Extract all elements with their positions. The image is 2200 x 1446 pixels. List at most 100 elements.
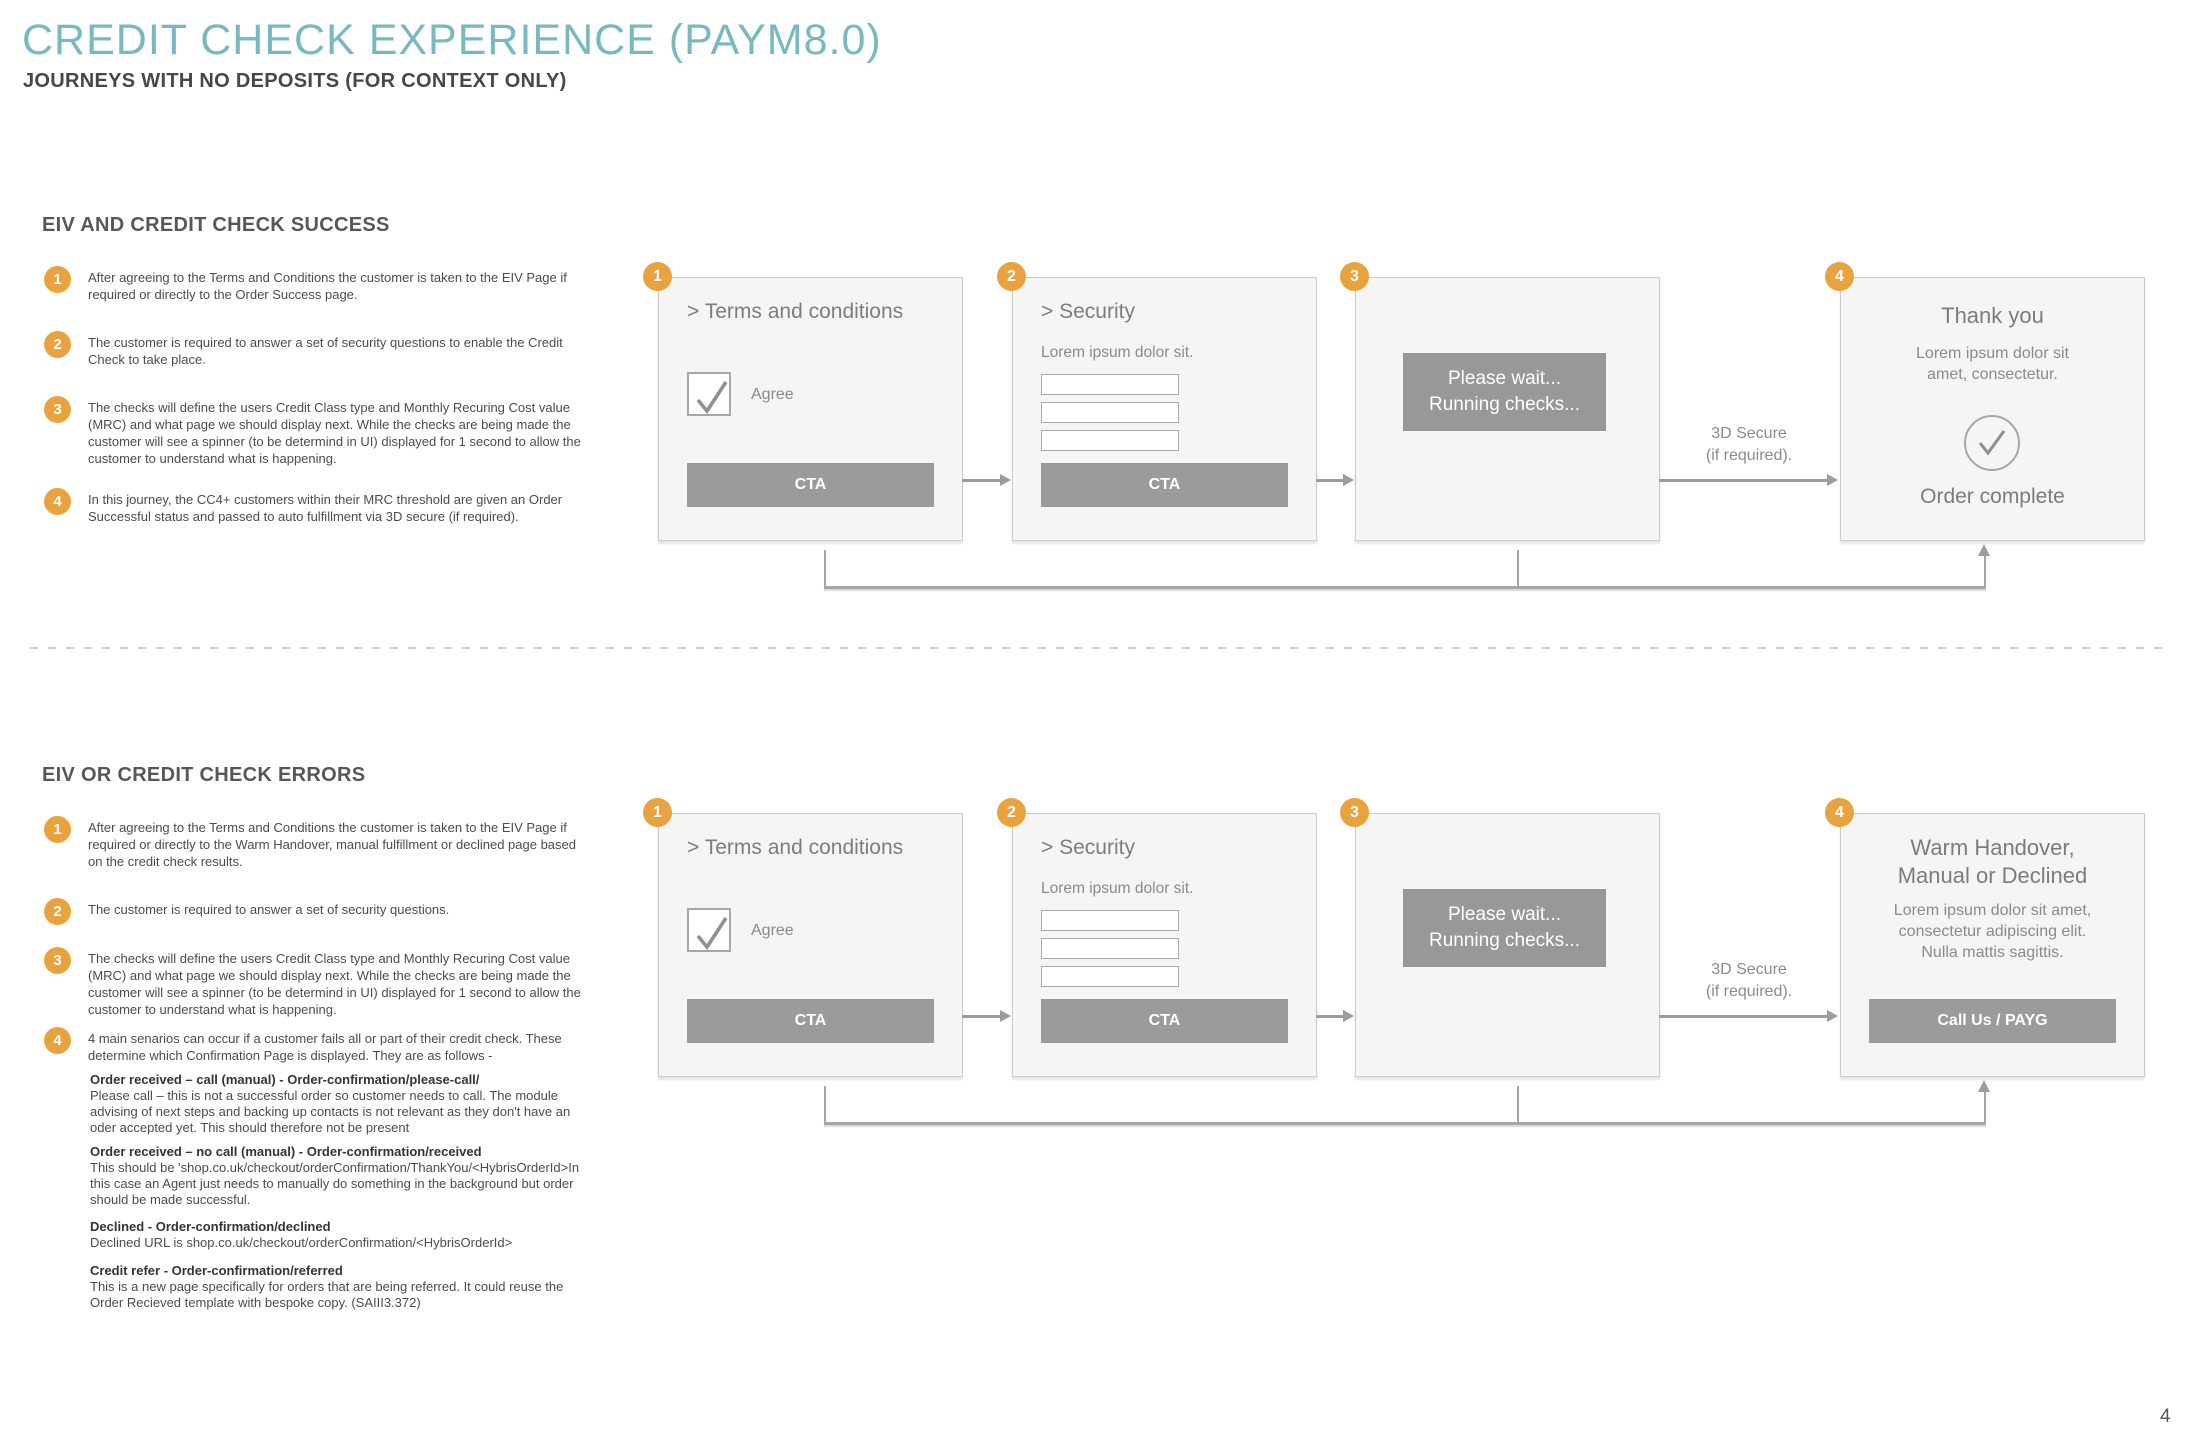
security-cta-button[interactable]: CTA [1041,999,1288,1043]
please-wait-box: Please wait... Running checks... [1403,353,1606,431]
step-text: The customer is required to answer a set… [88,902,450,917]
step-text: The checks will define the users Credit … [88,951,581,1017]
thank-you-title: Thank you [1941,303,2044,328]
errors-section-heading: EIV OR CREDIT CHECK ERRORS [42,764,366,786]
security-input[interactable] [1041,374,1179,395]
connector-line [824,586,1986,589]
arrow-head-icon [1343,474,1354,486]
step-number-badge: 4 [44,1027,71,1054]
flow-arrow [1659,1015,1827,1018]
step-number-badge: 4 [44,488,71,515]
step-text: After agreeing to the Terms and Conditio… [88,820,576,869]
thank-you-panel: Thank you Lorem ipsum dolor sit amet, co… [1840,277,2145,541]
connector-line [1517,1086,1519,1123]
step-number-badge: 3 [44,947,71,974]
warm-handover-lorem-text: Lorem ipsum dolor sit amet, consectetur … [1893,902,2092,961]
terms-cta-button[interactable]: CTA [687,999,934,1043]
up-arrow-icon [1978,1080,1990,1092]
security-input[interactable] [1041,910,1179,931]
scenario-body: Declined URL is shop.co.uk/checkout/orde… [90,1235,513,1250]
agree-checkbox[interactable] [687,372,731,416]
panel-number-badge: 4 [1825,798,1854,827]
security-heading: > Security [1041,836,1135,859]
terms-panel: > Terms and conditions Agree CTA [658,277,963,541]
panel-number-badge: 2 [997,262,1026,291]
scenario-body: This should be 'shop.co.uk/checkout/orde… [90,1160,580,1207]
terms-cta-button[interactable]: CTA [687,463,934,507]
step-text: After agreeing to the Terms and Conditio… [88,270,567,302]
3d-secure-label: 3D Secure (if required). [1705,425,1793,464]
scenario-title: Credit refer - Order-confirmation/referr… [90,1263,343,1278]
security-panel: > Security Lorem ipsum dolor sit. CTA [1012,277,1317,541]
please-wait-box: Please wait... Running checks... [1403,889,1606,967]
arrow-head-icon [1343,1010,1354,1022]
agree-checkbox[interactable] [687,908,731,952]
security-input[interactable] [1041,938,1179,959]
scenario-title: Declined - Order-confirmation/declined [90,1219,331,1234]
up-arrow-icon [1978,544,1990,556]
security-cta-button[interactable]: CTA [1041,463,1288,507]
step-number-badge: 2 [44,898,71,925]
agree-label: Agree [751,922,794,939]
terms-heading: > Terms and conditions [687,300,904,323]
call-us-payg-button[interactable]: Call Us / PAYG [1869,999,2116,1043]
page-subtitle: JOURNEYS WITH NO DEPOSITS (FOR CONTEXT O… [23,70,567,92]
agree-label: Agree [751,386,794,403]
step-number-badge: 3 [44,396,71,423]
terms-panel: > Terms and conditions Agree CTA [658,813,963,1077]
scenario-title: Order received – no call (manual) - Orde… [90,1144,482,1159]
order-complete-label: Order complete [1920,485,2065,508]
flow-arrow [962,1015,1000,1018]
running-checks-panel: Please wait... Running checks... [1355,813,1660,1077]
terms-heading: > Terms and conditions [687,836,904,859]
step-text: The checks will define the users Credit … [88,400,581,466]
security-heading: > Security [1041,300,1135,323]
flow-arrow [1316,479,1343,482]
connector-line [824,1122,1986,1125]
step-text: 4 main senarios can occur if a customer … [88,1031,562,1063]
page-title: CREDIT CHECK EXPERIENCE (PAYM8.0) [22,16,882,64]
arrow-head-icon [1827,1010,1838,1022]
panel-number-badge: 4 [1825,262,1854,291]
page-number: 4 [2160,1406,2171,1427]
panel-number-badge: 1 [643,262,672,291]
3d-secure-label: 3D Secure (if required). [1705,961,1793,1000]
success-section-heading: EIV AND CREDIT CHECK SUCCESS [42,214,390,236]
security-input[interactable] [1041,430,1179,451]
thank-you-lorem-text: Lorem ipsum dolor sit amet, consectetur. [1916,345,2069,383]
security-input[interactable] [1041,966,1179,987]
connector-line [824,1086,826,1123]
panel-number-badge: 2 [997,798,1026,827]
running-checks-panel: Please wait... Running checks... [1355,277,1660,541]
connector-line [1517,550,1519,587]
arrow-head-icon [1000,1010,1011,1022]
panel-number-badge: 3 [1340,262,1369,291]
scenario-body: Please call – this is not a successful o… [90,1088,571,1135]
connector-line [1984,556,1986,586]
step-number-badge: 1 [44,266,71,293]
flow-arrow [962,479,1000,482]
panel-number-badge: 1 [643,798,672,827]
connector-line [824,550,826,587]
security-panel: > Security Lorem ipsum dolor sit. CTA [1012,813,1317,1077]
connector-line [1984,1092,1986,1122]
security-lorem-text: Lorem ipsum dolor sit. [1041,880,1194,897]
arrow-head-icon [1000,474,1011,486]
warm-handover-title: Warm Handover, Manual or Declined [1897,835,2088,888]
warm-handover-panel: Warm Handover, Manual or Declined Lorem … [1840,813,2145,1077]
panel-number-badge: 3 [1340,798,1369,827]
step-number-badge: 1 [44,816,71,843]
order-complete-check-icon [1964,415,2020,471]
flow-arrow [1316,1015,1343,1018]
step-text: In this journey, the CC4+ customers with… [88,492,563,524]
step-number-badge: 2 [44,331,71,358]
step-text: The customer is required to answer a set… [88,335,563,367]
checkmark-icon [696,917,728,950]
flow-arrow [1659,479,1827,482]
checkmark-icon [696,381,728,414]
checkmark-icon [1978,430,2006,456]
section-divider [30,647,2170,649]
scenario-title: Order received – call (manual) - Order-c… [90,1072,480,1087]
security-input[interactable] [1041,402,1179,423]
